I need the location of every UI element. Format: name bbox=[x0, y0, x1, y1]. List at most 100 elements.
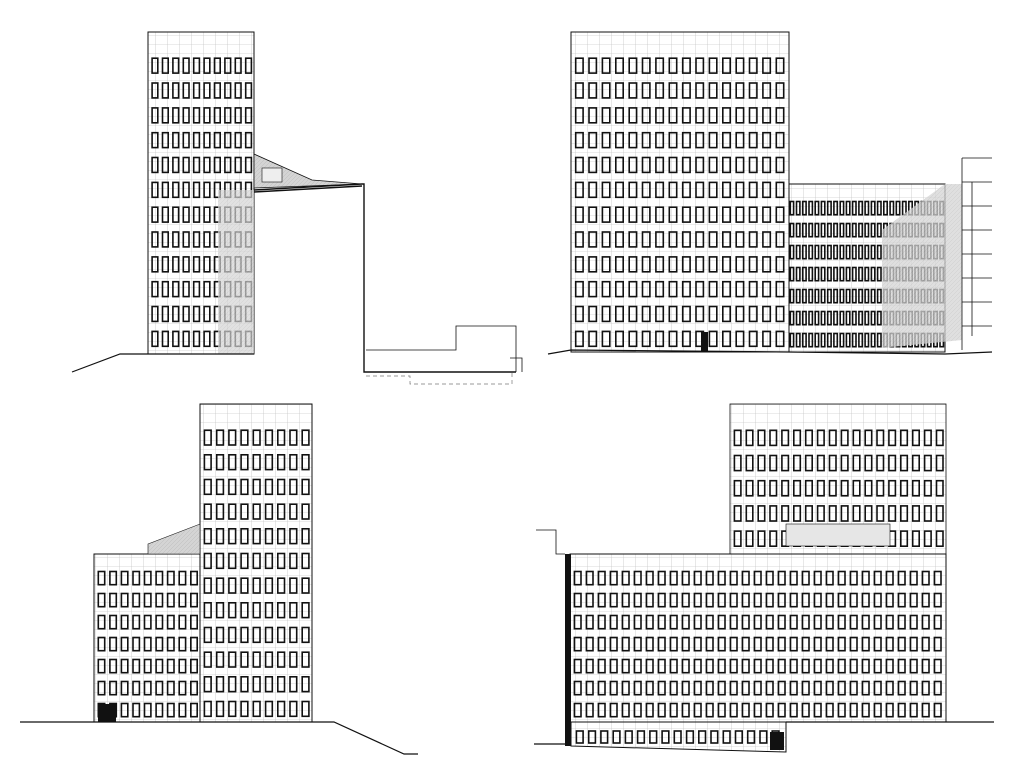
window bbox=[655, 156, 665, 174]
window bbox=[695, 156, 705, 174]
window bbox=[681, 181, 691, 199]
window bbox=[203, 280, 211, 298]
window bbox=[816, 429, 825, 447]
window bbox=[708, 57, 718, 74]
window bbox=[840, 505, 849, 522]
window bbox=[777, 658, 786, 674]
window bbox=[911, 530, 921, 547]
window bbox=[573, 614, 582, 630]
window bbox=[228, 700, 237, 718]
window bbox=[858, 244, 864, 260]
window bbox=[911, 479, 921, 497]
window bbox=[921, 702, 930, 718]
window bbox=[588, 82, 598, 99]
window bbox=[697, 730, 707, 744]
window bbox=[729, 680, 738, 696]
window bbox=[762, 305, 772, 323]
window bbox=[289, 429, 298, 446]
window bbox=[276, 527, 286, 545]
window bbox=[172, 131, 180, 149]
window bbox=[804, 454, 814, 472]
window bbox=[789, 658, 798, 674]
window bbox=[775, 206, 785, 223]
window bbox=[240, 577, 249, 594]
window bbox=[109, 658, 118, 674]
window bbox=[795, 332, 801, 348]
basement-plinth bbox=[570, 721, 787, 753]
window bbox=[845, 266, 851, 282]
window bbox=[252, 429, 261, 446]
window bbox=[792, 505, 802, 522]
window bbox=[244, 82, 253, 99]
window bbox=[745, 454, 754, 472]
window bbox=[190, 592, 199, 608]
window bbox=[820, 288, 826, 304]
window bbox=[215, 700, 225, 718]
window bbox=[597, 658, 606, 674]
window bbox=[753, 614, 762, 630]
window bbox=[657, 636, 666, 652]
window bbox=[845, 288, 851, 304]
podium-windows bbox=[573, 570, 942, 718]
window bbox=[861, 658, 870, 674]
window bbox=[885, 570, 894, 586]
window bbox=[151, 181, 159, 199]
window bbox=[628, 181, 638, 199]
window bbox=[826, 310, 832, 326]
window bbox=[826, 266, 832, 282]
window bbox=[301, 675, 310, 693]
window bbox=[203, 552, 212, 570]
window bbox=[795, 244, 801, 260]
window bbox=[820, 200, 826, 216]
window bbox=[657, 702, 666, 718]
window bbox=[748, 156, 758, 174]
window bbox=[609, 658, 618, 674]
window bbox=[166, 702, 175, 718]
window bbox=[628, 231, 638, 248]
window bbox=[161, 256, 169, 273]
window bbox=[669, 614, 678, 630]
window bbox=[264, 601, 274, 619]
window bbox=[624, 730, 633, 744]
window bbox=[885, 658, 894, 674]
window bbox=[240, 552, 249, 570]
window bbox=[161, 156, 169, 174]
window bbox=[861, 614, 870, 630]
window bbox=[814, 200, 820, 216]
window bbox=[813, 658, 822, 674]
window bbox=[852, 505, 861, 522]
window bbox=[801, 200, 807, 216]
window bbox=[693, 680, 702, 696]
window bbox=[705, 592, 714, 608]
window bbox=[748, 131, 758, 149]
window bbox=[574, 107, 584, 124]
tower-windows bbox=[574, 57, 785, 348]
window bbox=[172, 330, 180, 348]
window bbox=[695, 107, 705, 124]
window bbox=[722, 730, 731, 744]
window bbox=[203, 107, 211, 124]
window bbox=[215, 675, 225, 693]
window bbox=[588, 156, 598, 174]
window bbox=[820, 266, 826, 282]
window bbox=[240, 453, 249, 471]
window bbox=[264, 577, 274, 594]
window bbox=[762, 131, 772, 149]
window bbox=[574, 82, 584, 99]
window bbox=[143, 592, 152, 608]
window bbox=[935, 479, 944, 497]
window bbox=[601, 181, 611, 199]
window bbox=[828, 429, 837, 447]
window bbox=[708, 305, 718, 323]
window bbox=[775, 330, 785, 348]
tower-windows bbox=[733, 429, 944, 547]
window bbox=[849, 658, 858, 674]
window bbox=[215, 651, 225, 668]
window bbox=[735, 181, 745, 199]
window bbox=[244, 57, 253, 74]
window bbox=[769, 429, 778, 447]
window bbox=[669, 592, 678, 608]
annex-outline bbox=[366, 325, 523, 372]
window bbox=[681, 206, 691, 223]
window bbox=[203, 256, 211, 273]
